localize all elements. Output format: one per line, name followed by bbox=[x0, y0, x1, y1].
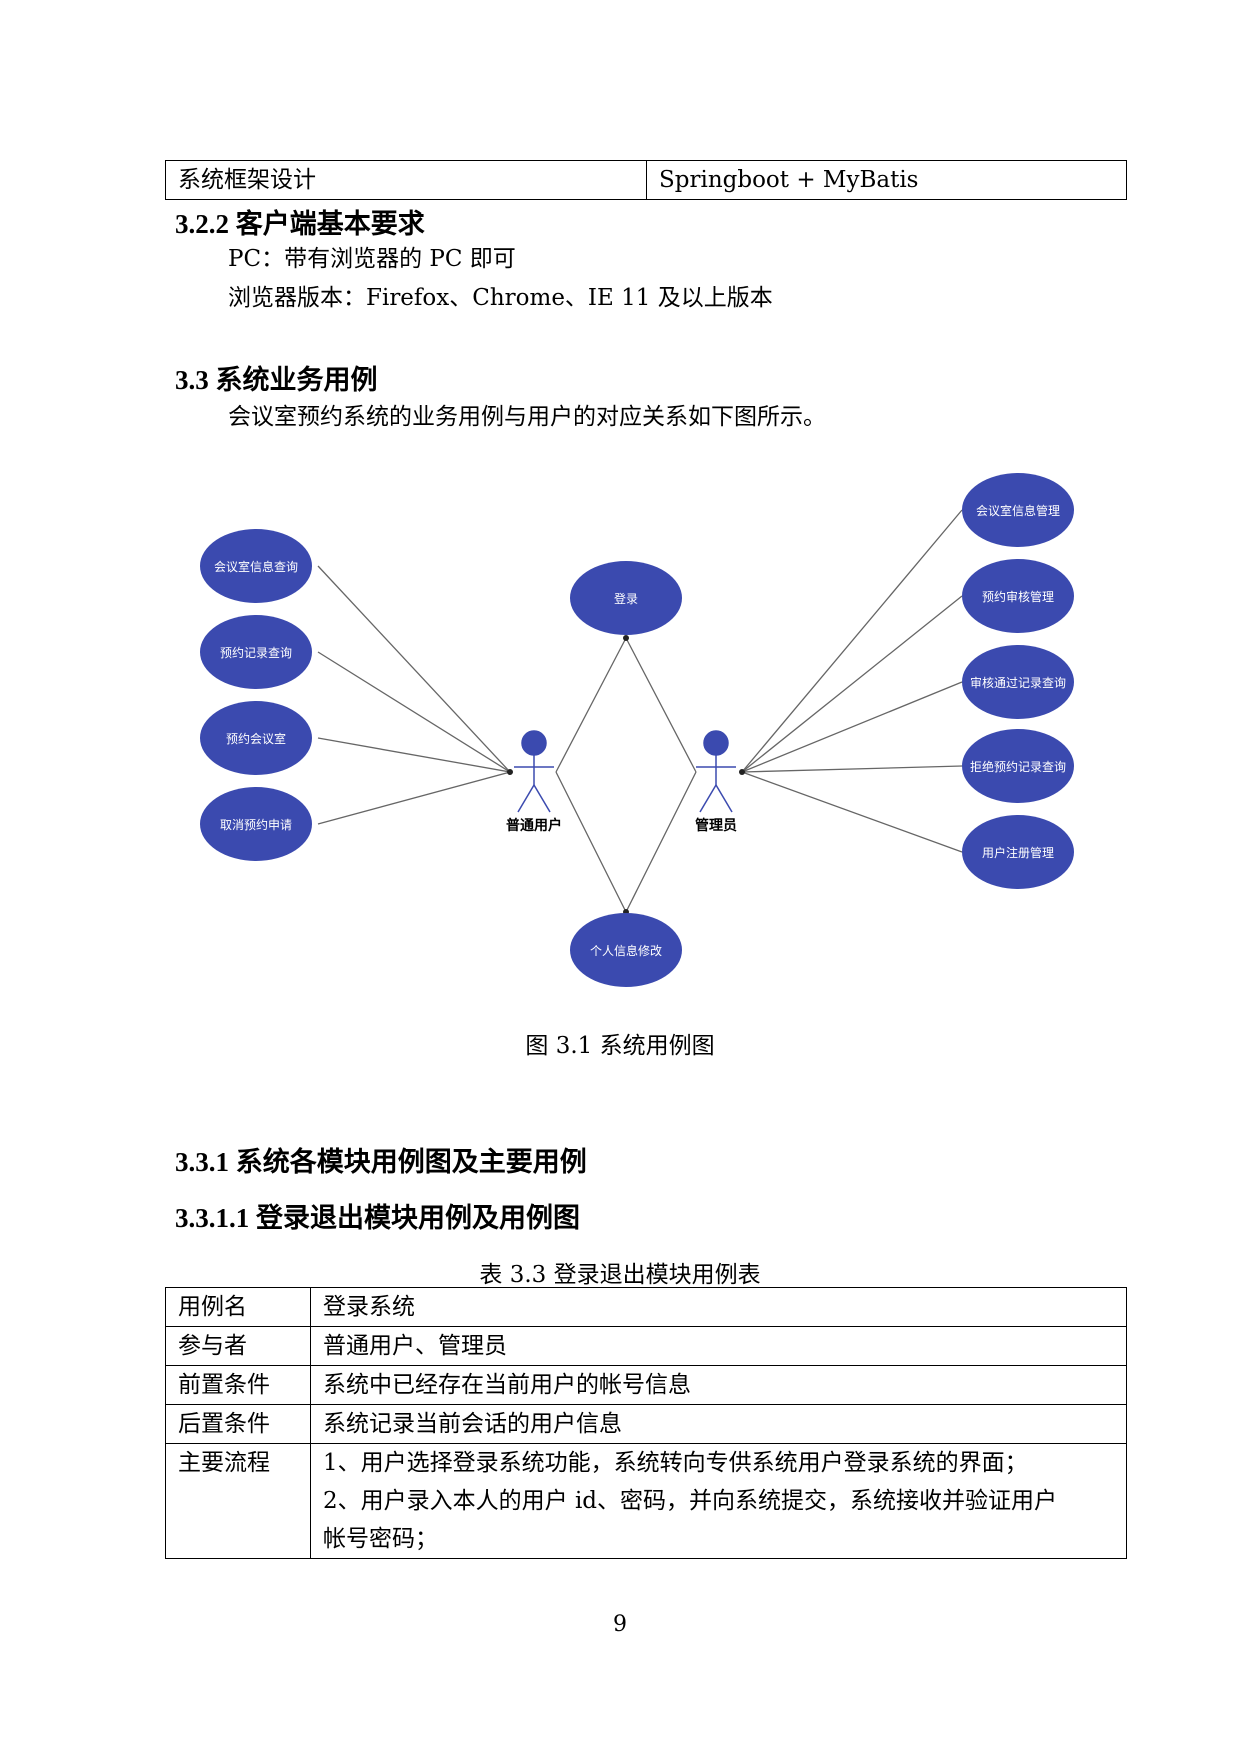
svg-text:审核通过记录查询: 审核通过记录查询 bbox=[970, 675, 1066, 690]
row-value: 系统记录当前会话的用户信息 bbox=[310, 1404, 1127, 1444]
use-case-review-manage: 预约审核管理 bbox=[962, 559, 1074, 633]
admin-actor bbox=[696, 730, 736, 813]
table-row: 后置条件 系统记录当前会话的用户信息 bbox=[165, 1404, 1127, 1444]
row-label: 参与者 bbox=[165, 1326, 311, 1366]
user-actor bbox=[514, 730, 554, 813]
use-case-room-manage: 会议室信息管理 bbox=[962, 473, 1074, 547]
section-heading-3-3-1-1: 3.3.1.1 登录退出模块用例及用例图 bbox=[175, 1203, 580, 1233]
framework-table: 系统框架设计 Springboot + MyBatis bbox=[165, 160, 1127, 200]
svg-text:会议室信息管理: 会议室信息管理 bbox=[976, 503, 1060, 518]
table-row: 主要流程 1、用户选择登录系统功能，系统转向专供系统用户登录系统的界面； 2、用… bbox=[165, 1443, 1127, 1559]
client-req-line-1: PC：带有浏览器的 PC 即可 bbox=[228, 246, 516, 272]
svg-text:预约审核管理: 预约审核管理 bbox=[982, 589, 1054, 604]
svg-text:个人信息修改: 个人信息修改 bbox=[590, 943, 662, 958]
use-case-table: 用例名 登录系统 参与者 普通用户、管理员 前置条件 系统中已经存在当前用户的帐… bbox=[165, 1287, 1127, 1559]
svg-text:取消预约申请: 取消预约申请 bbox=[220, 817, 292, 832]
use-case-user-registration: 用户注册管理 bbox=[962, 815, 1074, 889]
svg-text:登录: 登录 bbox=[614, 591, 638, 606]
table-caption: 表 3.3 登录退出模块用例表 bbox=[479, 1262, 761, 1288]
row-label: 用例名 bbox=[165, 1287, 311, 1327]
page-number: 9 bbox=[613, 1612, 627, 1637]
framework-value: Springboot + MyBatis bbox=[646, 160, 1127, 200]
svg-text:会议室信息查询: 会议室信息查询 bbox=[214, 559, 298, 574]
svg-text:预约会议室: 预约会议室 bbox=[226, 731, 286, 746]
svg-text:预约记录查询: 预约记录查询 bbox=[220, 645, 292, 660]
use-case-book-room: 预约会议室 bbox=[200, 701, 312, 775]
row-label: 主要流程 bbox=[165, 1443, 311, 1559]
admin-actor-label: 管理员 bbox=[695, 817, 737, 834]
row-value: 1、用户选择登录系统功能，系统转向专供系统用户登录系统的界面； 2、用户录入本人… bbox=[310, 1443, 1127, 1559]
svg-text:拒绝预约记录查询: 拒绝预约记录查询 bbox=[970, 759, 1066, 774]
use-case-reservation-query: 预约记录查询 bbox=[200, 615, 312, 689]
row-label: 前置条件 bbox=[165, 1365, 311, 1405]
figure-caption: 图 3.1 系统用例图 bbox=[525, 1033, 715, 1059]
section-heading-3-2-2: 3.2.2 客户端基本要求 bbox=[175, 209, 425, 239]
flow-step-line: 2、用户录入本人的用户 id、密码，并向系统提交，系统接收并验证用户 bbox=[323, 1488, 1058, 1514]
section-intro: 会议室预约系统的业务用例与用户的对应关系如下图所示。 bbox=[228, 404, 826, 430]
section-heading-3-3: 3.3 系统业务用例 bbox=[175, 365, 378, 395]
svg-text:用户注册管理: 用户注册管理 bbox=[982, 845, 1054, 860]
use-case-profile-edit: 个人信息修改 bbox=[570, 913, 682, 987]
framework-label: 系统框架设计 bbox=[165, 160, 647, 200]
user-actor-label: 普通用户 bbox=[506, 817, 562, 834]
use-case-rejected-query: 拒绝预约记录查询 bbox=[962, 729, 1074, 803]
flow-step-line: 帐号密码； bbox=[323, 1526, 438, 1552]
row-value: 登录系统 bbox=[310, 1287, 1127, 1327]
table-row: 前置条件 系统中已经存在当前用户的帐号信息 bbox=[165, 1365, 1127, 1405]
table-row: 参与者 普通用户、管理员 bbox=[165, 1326, 1127, 1366]
use-case-room-query: 会议室信息查询 bbox=[200, 529, 312, 603]
row-value: 系统中已经存在当前用户的帐号信息 bbox=[310, 1365, 1127, 1405]
use-case-cancel-request: 取消预约申请 bbox=[200, 787, 312, 861]
row-value: 普通用户、管理员 bbox=[310, 1326, 1127, 1366]
association-lines bbox=[317, 509, 963, 913]
client-req-line-2: 浏览器版本：Firefox、Chrome、IE 11 及以上版本 bbox=[228, 285, 773, 311]
table-row: 用例名 登录系统 bbox=[165, 1287, 1127, 1327]
section-heading-3-3-1: 3.3.1 系统各模块用例图及主要用例 bbox=[175, 1147, 587, 1177]
use-case-login: 登录 bbox=[570, 561, 682, 635]
flow-step-line: 1、用户选择登录系统功能，系统转向专供系统用户登录系统的界面； bbox=[323, 1450, 1028, 1476]
use-case-approved-query: 审核通过记录查询 bbox=[962, 645, 1074, 719]
row-label: 后置条件 bbox=[165, 1404, 311, 1444]
